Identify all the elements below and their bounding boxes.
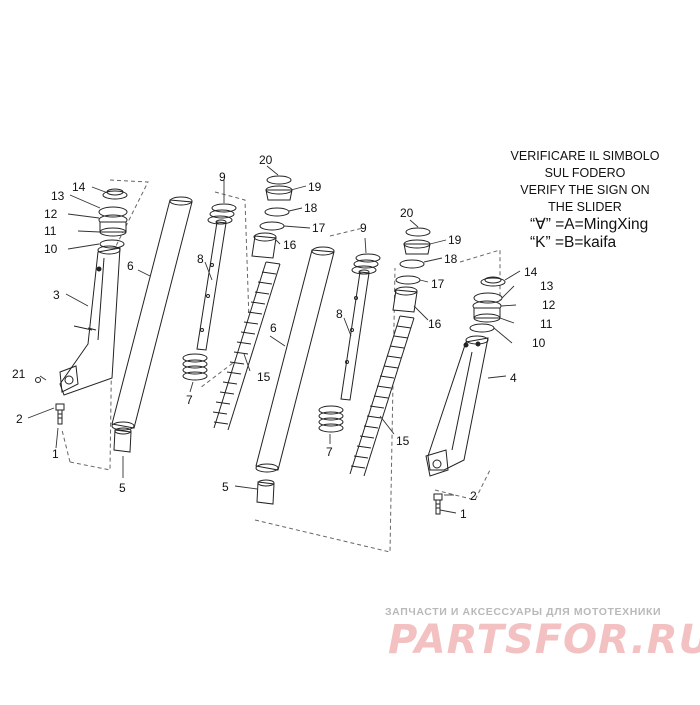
callout-10-left: 10: [44, 242, 58, 256]
main-spring-right: [349, 315, 415, 477]
damper-rod-left: [196, 219, 227, 351]
watermark-logo: PARTSFOR.RU: [388, 617, 700, 663]
seal-stack-left: [98, 188, 128, 249]
callout-11-right: 11: [540, 317, 553, 331]
rebound-spring-right: [351, 253, 381, 275]
spacer-tube-left: [251, 232, 277, 259]
callout-18-right: 18: [444, 252, 458, 266]
callout-9-left: 9: [219, 170, 226, 184]
code-k-line: “K” =B=kaifa: [530, 234, 617, 251]
callout-6-left: 6: [127, 259, 134, 273]
callout-7-right: 7: [326, 445, 333, 459]
callout-8-right: 8: [336, 307, 343, 321]
code-a-line: “∀” =A=MingXing: [530, 216, 649, 233]
group-frame-left: [61, 179, 251, 471]
note-line-3: VERIFY THE SIGN ON: [520, 183, 650, 197]
callout-15-right: 15: [396, 434, 410, 448]
leader-lines: [27, 165, 521, 514]
callout-4: 4: [510, 371, 517, 385]
callout-19-left: 19: [308, 180, 322, 194]
note-line-2: SUL FODERO: [544, 166, 626, 180]
callout-6-right: 6: [270, 321, 277, 335]
seal-stack-right: [469, 276, 506, 333]
callout-9-right: 9: [360, 221, 367, 235]
callout-17-right: 17: [431, 277, 445, 291]
callout-19-right: 19: [448, 233, 462, 247]
damper-rod-right: [340, 269, 370, 401]
callout-5-right: 5: [222, 480, 229, 494]
callout-16-left: 16: [283, 238, 297, 252]
callout-14-right: 14: [524, 265, 538, 279]
fork-slider-right: [425, 335, 489, 477]
note-line-4: THE SLIDER: [548, 200, 622, 214]
callout-labels: 14 13 12 11 10 3 21 2 1 6 5 9 8 7 20 19 …: [12, 153, 556, 521]
group-frame-right: [254, 227, 501, 553]
callout-3: 3: [53, 288, 60, 302]
callout-2-right: 2: [470, 489, 477, 503]
callout-1-left: 1: [52, 447, 59, 461]
callout-7-left: 7: [186, 393, 193, 407]
stanchion-tube-left: [111, 196, 193, 431]
note-line-1: VERIFICARE IL SIMBOLO: [510, 149, 660, 163]
callout-8-left: 8: [197, 252, 204, 266]
callout-11-left: 11: [44, 224, 57, 238]
rebound-spring-left: [207, 203, 237, 225]
callout-13-left: 13: [51, 189, 65, 203]
callout-12-left: 12: [44, 207, 58, 221]
piston-left: [182, 353, 208, 381]
callout-17-left: 17: [312, 221, 326, 235]
watermark-tagline: ЗАПЧАСТИ И АКСЕССУАРЫ ДЛЯ МОТОТЕХНИКИ: [385, 606, 662, 618]
callout-20-right: 20: [400, 206, 414, 220]
callout-10-right: 10: [532, 336, 546, 350]
callout-5-left: 5: [119, 481, 126, 495]
callout-1-right: 1: [460, 507, 467, 521]
fork-slider-left: [59, 245, 121, 396]
piston-right: [318, 405, 344, 433]
callout-21: 21: [12, 367, 26, 381]
callout-14-left: 14: [72, 180, 86, 194]
callout-13-right: 13: [540, 279, 554, 293]
callout-2-left: 2: [16, 412, 23, 426]
bolt-left: [55, 403, 65, 425]
verify-sign-note: VERIFICARE IL SIMBOLO SUL FODERO VERIFY …: [478, 148, 700, 252]
callout-12-right: 12: [542, 298, 556, 312]
top-cap-left: [259, 175, 293, 231]
callout-20-left: 20: [259, 153, 273, 167]
callout-15-left: 15: [257, 370, 271, 384]
spacer-tube-right: [392, 286, 418, 313]
bleed-screw-left: [35, 377, 41, 383]
bushing-right: [256, 479, 275, 505]
bushing-left: [113, 427, 132, 453]
top-cap-right: [395, 227, 431, 285]
callout-16-right: 16: [428, 317, 442, 331]
callout-18-left: 18: [304, 201, 318, 215]
bolt-right: [433, 493, 443, 515]
main-spring-left: [212, 261, 281, 431]
stanchion-tube-right: [255, 246, 335, 473]
